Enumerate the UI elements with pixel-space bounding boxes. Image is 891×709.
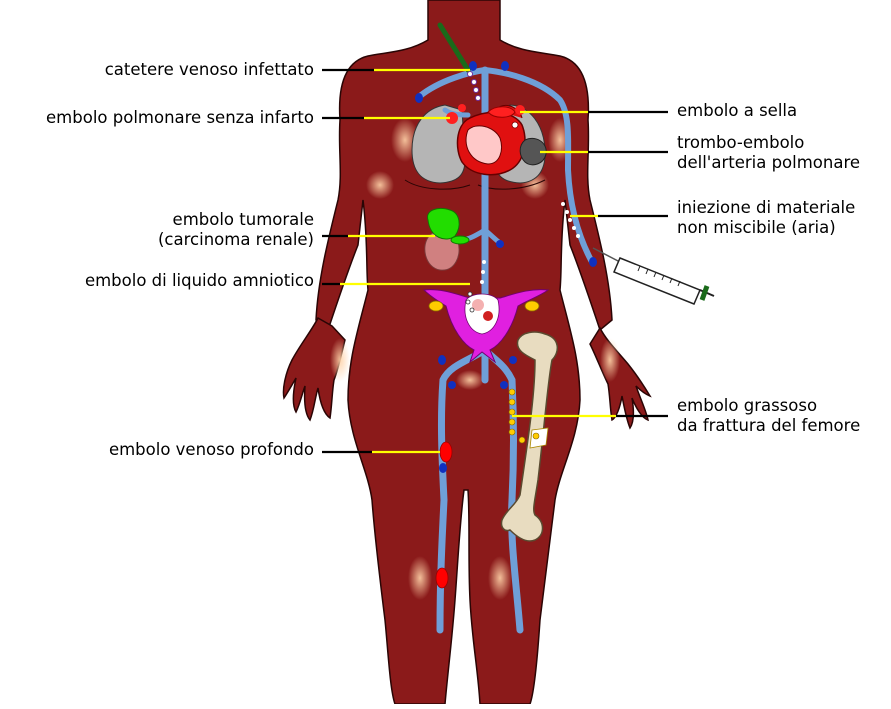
label-infected-catheter: catetere venoso infettato xyxy=(105,60,314,80)
label-injection-line1: iniezione di materiale xyxy=(677,198,855,218)
label-amniotic-embolus: embolo di liquido amniotico xyxy=(85,271,314,291)
label-injection-line2: non miscibile (aria) xyxy=(677,218,855,238)
label-thrombo-line2: dell'arteria polmonare xyxy=(677,153,860,173)
label-fat-line1: embolo grassoso xyxy=(677,396,860,416)
syringe xyxy=(593,248,714,304)
label-tumor-embolus: embolo tumorale (carcinoma renale) xyxy=(158,210,314,250)
body-silhouette xyxy=(283,0,650,704)
label-injection: iniezione di materiale non miscibile (ar… xyxy=(677,198,855,238)
label-deep-vein-embolus: embolo venoso profondo xyxy=(109,440,314,460)
right-hand xyxy=(590,328,650,428)
label-fat-embolus: embolo grassoso da frattura del femore xyxy=(677,396,860,436)
label-pulmonary-no-infarct: embolo polmonare senza infarto xyxy=(46,108,314,128)
label-fat-line2: da frattura del femore xyxy=(677,416,860,436)
label-tumor-line1: embolo tumorale xyxy=(158,210,314,230)
label-thrombo-line1: trombo-embolo xyxy=(677,133,860,153)
label-tumor-line2: (carcinoma renale) xyxy=(158,230,314,250)
label-thromboembolus: trombo-embolo dell'arteria polmonare xyxy=(677,133,860,173)
label-saddle-embolus: embolo a sella xyxy=(677,101,797,121)
